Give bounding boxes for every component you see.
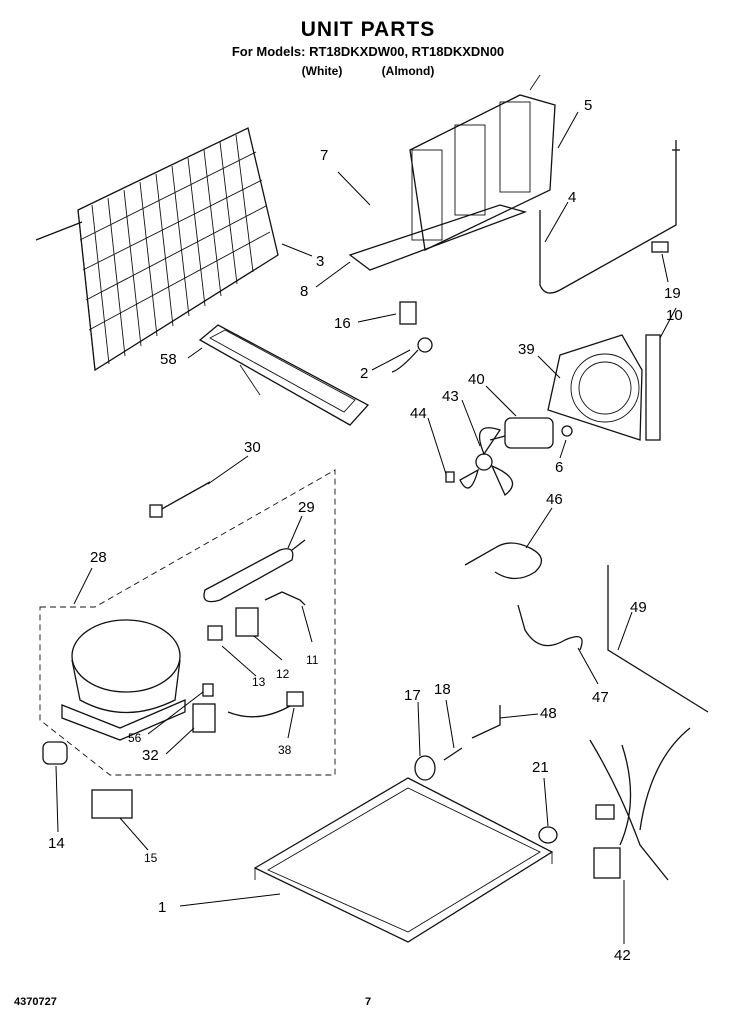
color-almond-label: (Almond)	[381, 64, 435, 78]
callout-18: 18	[434, 681, 451, 698]
evaporator-assembly	[348, 74, 556, 271]
document-number: 4370727	[14, 996, 57, 1008]
callout-5: 5	[584, 97, 592, 114]
callout-48: 48	[540, 705, 557, 722]
callout-labels: 7 5 3 4 8 19 10 16 2 58 39 40 43 44 6 30…	[48, 97, 683, 964]
callout-19: 19	[664, 285, 681, 302]
callout-4: 4	[568, 189, 576, 206]
condenser-fan-motor	[489, 417, 554, 449]
callout-3: 3	[316, 253, 324, 270]
callout-46: 46	[546, 491, 563, 508]
callout-17: 17	[404, 687, 421, 704]
wiring-harness	[589, 727, 691, 881]
wire-connector-19	[651, 241, 669, 253]
clip-56	[202, 683, 214, 697]
callout-21: 21	[532, 759, 549, 776]
callout-6: 6	[555, 459, 563, 476]
roller-17	[414, 755, 436, 781]
callout-30: 30	[244, 439, 261, 456]
condenser-coil	[35, 127, 279, 372]
overload-protector	[207, 625, 223, 641]
callout-10: 10	[666, 307, 683, 324]
roller-axle	[443, 747, 463, 761]
grommet-2	[391, 337, 433, 373]
callout-12: 12	[276, 667, 290, 681]
tubing-49	[607, 565, 709, 713]
start-relay	[235, 607, 259, 637]
callout-16: 16	[334, 315, 351, 332]
callout-43: 43	[442, 388, 459, 405]
callout-15: 15	[144, 851, 158, 865]
filter-drier	[203, 539, 306, 603]
callout-11: 11	[306, 653, 319, 667]
terminal-block	[192, 703, 216, 733]
callout-44: 44	[410, 405, 427, 422]
cable-tie	[149, 481, 211, 518]
model-numbers: For Models: RT18DKXDW00, RT18DKXDN00	[231, 44, 505, 59]
base-pan	[253, 777, 554, 943]
callout-14: 14	[48, 835, 65, 852]
compressor	[61, 619, 186, 741]
callout-47: 47	[592, 689, 609, 706]
relay-cover-wire	[264, 591, 306, 606]
drain-pan	[198, 324, 370, 426]
callout-42: 42	[614, 947, 631, 964]
screw-6	[561, 425, 573, 437]
fan-shroud	[547, 334, 643, 441]
callout-40: 40	[468, 371, 485, 388]
callout-13: 13	[252, 675, 266, 689]
callout-32: 32	[142, 747, 159, 764]
callout-49: 49	[630, 599, 647, 616]
valve-assembly-15	[91, 789, 133, 819]
power-harness-38	[227, 691, 304, 718]
color-variants: (White) (Almond)	[0, 64, 736, 78]
tubing-48	[471, 705, 501, 739]
page-number: 7	[365, 996, 372, 1008]
tubing-46	[464, 542, 542, 580]
callout-7: 7	[320, 147, 328, 164]
fan-blade	[459, 427, 514, 497]
roller-21	[538, 826, 558, 844]
page-title: UNIT PARTS	[300, 18, 436, 41]
color-white-label: (White)	[301, 64, 343, 78]
callout-2: 2	[360, 365, 368, 382]
tubing-47	[517, 604, 583, 651]
defrost-heater-wire	[539, 140, 680, 294]
compressor-kit-boundary	[39, 469, 336, 776]
callout-58: 58	[160, 351, 177, 368]
callout-39: 39	[518, 341, 535, 358]
clip-16	[399, 301, 417, 325]
callout-28: 28	[90, 549, 107, 566]
insulation-strip-10	[645, 334, 661, 441]
callout-56: 56	[128, 731, 142, 745]
callout-29: 29	[298, 499, 315, 516]
callout-38: 38	[278, 743, 292, 757]
callout-1: 1	[158, 899, 166, 916]
callout-8: 8	[300, 283, 308, 300]
leader-lines	[55, 111, 677, 944]
fan-blade-retainer	[445, 471, 455, 483]
compressor-mount-grommet	[42, 741, 68, 765]
